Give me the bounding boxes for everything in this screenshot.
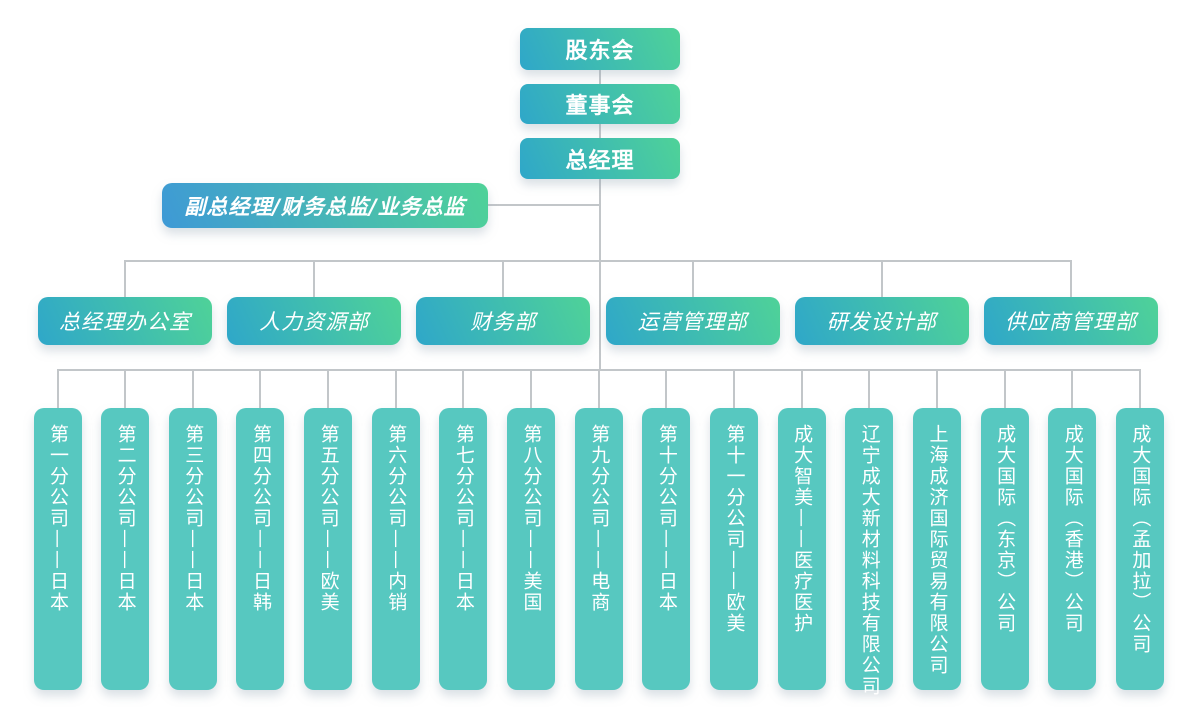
subsidiary-node-label: 成大智美——医疗医护 <box>791 424 814 634</box>
dept-node-4[interactable]: 运营管理部 <box>605 262 780 345</box>
subsidiary-node-label: 第十一分公司——欧美 <box>723 424 746 634</box>
connector-department-rail <box>124 260 1072 262</box>
subsidiary-node-13[interactable]: 辽宁成大新材料科技有限公司 <box>845 371 894 697</box>
subsidiary-node-7[interactable]: 第七分公司——日本 <box>439 371 488 690</box>
subsidiary-node-15[interactable]: 成大国际（东京）公司 <box>980 371 1029 690</box>
dept-node-2[interactable]: 人力资源部 <box>227 262 402 345</box>
node-board-of-directors[interactable]: 董事会 <box>520 84 680 124</box>
subsidiary-node-5[interactable]: 第五分公司——欧美 <box>304 371 353 690</box>
node-shareholders-meeting[interactable]: 股东会 <box>520 28 680 70</box>
dept-node-1[interactable]: 总经理办公室 <box>38 262 212 345</box>
subsidiary-node-14[interactable]: 上海成济国际贸易有限公司 <box>912 371 961 690</box>
connector-shareholders-board <box>599 70 601 84</box>
subsidiary-node-label: 第五分公司——欧美 <box>317 424 340 613</box>
subsidiary-node-label: 成大国际（香港）公司 <box>1061 424 1084 634</box>
subsidiary-node-9[interactable]: 第九分公司——电商 <box>574 371 623 690</box>
subsidiary-node-6[interactable]: 第六分公司——内销 <box>371 371 420 690</box>
subsidiary-node-2[interactable]: 第二分公司——日本 <box>101 371 150 690</box>
subsidiary-node-label: 上海成济国际贸易有限公司 <box>926 424 949 676</box>
subsidiary-node-12[interactable]: 成大智美——医疗医护 <box>777 371 826 690</box>
dept-node-6[interactable]: 供应商管理部 <box>984 262 1158 345</box>
subsidiary-node-8[interactable]: 第八分公司——美国 <box>507 371 556 690</box>
subsidiary-node-label: 第八分公司——美国 <box>520 424 543 613</box>
subsidiary-node-16[interactable]: 成大国际（香港）公司 <box>1048 371 1097 690</box>
subsidiary-node-label: 第六分公司——内销 <box>385 424 408 613</box>
subsidiary-node-label: 第三分公司——日本 <box>182 424 205 613</box>
subsidiary-node-17[interactable]: 成大国际（孟加拉）公司 <box>1115 371 1164 690</box>
subsidiary-node-label: 第一分公司——日本 <box>47 424 69 613</box>
subsidiary-node-label: 辽宁成大新材料科技有限公司 <box>858 424 881 697</box>
subsidiary-node-11[interactable]: 第十一分公司——欧美 <box>710 371 758 690</box>
subsidiary-node-10[interactable]: 第十分公司——日本 <box>642 371 691 690</box>
node-general-manager[interactable]: 总经理 <box>520 138 680 179</box>
connector-trunk <box>599 179 601 371</box>
dept-node-3[interactable]: 财务部 <box>416 262 591 345</box>
subsidiary-node-4[interactable]: 第四分公司——日韩 <box>236 371 285 690</box>
subsidiary-node-label: 第四分公司——日韩 <box>249 424 272 613</box>
subsidiary-node-label: 第九分公司——电商 <box>588 424 611 613</box>
subsidiary-node-label: 第七分公司——日本 <box>452 424 475 613</box>
connector-board-gm <box>599 124 601 138</box>
node-deputy-gm-cfo-business-director[interactable]: 副总经理/财务总监/业务总监 <box>162 183 488 228</box>
dept-node-5[interactable]: 研发设计部 <box>794 262 969 345</box>
connector-staff-branch <box>487 204 600 206</box>
subsidiary-node-label: 第二分公司——日本 <box>114 424 137 613</box>
subsidiary-node-label: 成大国际（东京）公司 <box>994 424 1017 634</box>
subsidiary-node-3[interactable]: 第三分公司——日本 <box>168 371 217 690</box>
subsidiary-node-label: 成大国际（孟加拉）公司 <box>1129 424 1152 655</box>
subsidiary-node-label: 第十分公司——日本 <box>655 424 678 613</box>
connector-subsidiary-rail <box>57 369 1141 371</box>
subsidiary-node-1[interactable]: 第一分公司——日本 <box>33 371 82 690</box>
